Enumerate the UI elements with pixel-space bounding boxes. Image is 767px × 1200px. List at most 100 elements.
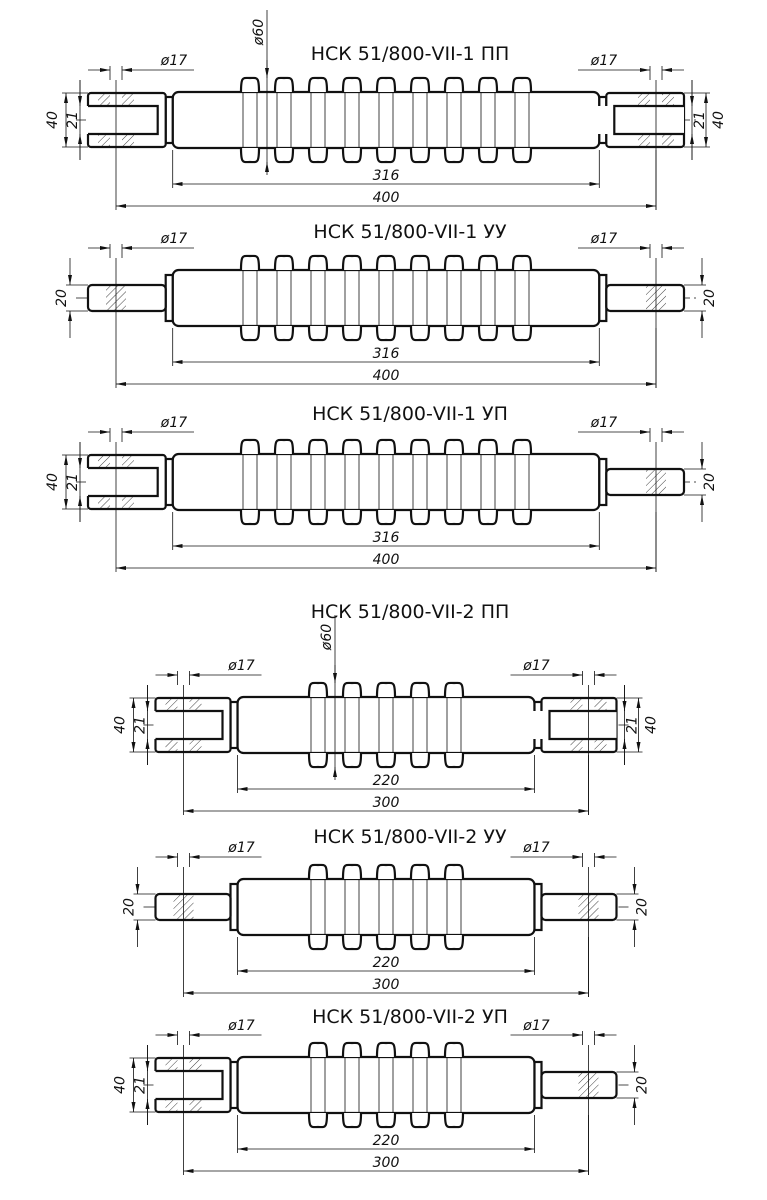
drawing-title: НСК 51/800-VII-1 УУ bbox=[313, 221, 507, 243]
total-length-label: 400 bbox=[373, 190, 400, 206]
total-length-label: 300 bbox=[373, 977, 400, 993]
shed bbox=[307, 681, 329, 769]
total-length-label: 400 bbox=[373, 368, 400, 384]
hatch bbox=[570, 740, 583, 751]
hatch bbox=[594, 699, 607, 710]
shed bbox=[409, 863, 431, 951]
dimension-label-slot: 21 bbox=[133, 1076, 149, 1094]
hole-diameter-label: ø17 bbox=[522, 840, 549, 856]
total-length-label: 400 bbox=[373, 552, 400, 568]
shed bbox=[375, 254, 397, 342]
insulator-body bbox=[236, 877, 536, 937]
shed bbox=[409, 438, 431, 526]
total-length-label: 300 bbox=[373, 1155, 400, 1171]
hole-diameter-label: ø17 bbox=[160, 231, 187, 247]
fork-slot-outline-left bbox=[155, 1069, 224, 1101]
shed bbox=[307, 76, 329, 164]
dimension-label-outer: 20 bbox=[54, 289, 70, 307]
shed bbox=[375, 1041, 397, 1129]
fork-slot-outline-right bbox=[613, 104, 684, 136]
hatch bbox=[122, 135, 134, 146]
hole-diameter-label: ø17 bbox=[227, 658, 254, 674]
drawing-title: НСК 51/800-VII-1 УП bbox=[312, 403, 508, 425]
dimension-label-outer: 40 bbox=[644, 716, 660, 734]
hole-diameter-label: ø17 bbox=[160, 53, 187, 69]
dimension-label-outer: 40 bbox=[711, 111, 727, 129]
dimension-label-outer: 40 bbox=[45, 111, 61, 129]
dimension-label-outer: 20 bbox=[635, 1076, 651, 1094]
hatch bbox=[638, 94, 650, 105]
dimension-label-slot: 21 bbox=[65, 111, 81, 129]
shed bbox=[477, 254, 499, 342]
dimension-label-outer: 40 bbox=[113, 1076, 129, 1094]
shed bbox=[273, 438, 295, 526]
fork-slot-right bbox=[536, 106, 609, 134]
hatch bbox=[122, 94, 134, 105]
hole-diameter-label: ø17 bbox=[227, 840, 254, 856]
hole-diameter-label: ø17 bbox=[590, 231, 617, 247]
dimension-label-outer: 40 bbox=[113, 716, 129, 734]
hatch bbox=[98, 135, 110, 146]
shed bbox=[341, 681, 363, 769]
shed bbox=[443, 681, 465, 769]
dimension-label-slot: 21 bbox=[692, 111, 708, 129]
shed-diameter-label: ø60 bbox=[319, 624, 335, 651]
shed bbox=[511, 76, 533, 164]
shed bbox=[307, 1041, 329, 1129]
dimension-label-outer: 40 bbox=[45, 473, 61, 491]
shed bbox=[239, 76, 261, 164]
shed bbox=[477, 438, 499, 526]
hatch bbox=[165, 699, 178, 710]
shed bbox=[273, 76, 295, 164]
shed bbox=[409, 681, 431, 769]
body-length-label: 220 bbox=[373, 773, 400, 789]
hatch bbox=[570, 699, 583, 710]
shed bbox=[341, 76, 363, 164]
dimension-label-outer: 20 bbox=[702, 289, 718, 307]
body-length-label: 316 bbox=[373, 530, 400, 546]
shed bbox=[443, 254, 465, 342]
shed bbox=[375, 438, 397, 526]
insulator-body bbox=[236, 1055, 536, 1115]
hatch bbox=[165, 1100, 178, 1111]
total-length-label: 300 bbox=[373, 795, 400, 811]
hatch bbox=[189, 740, 202, 751]
shed bbox=[375, 863, 397, 951]
shed bbox=[341, 438, 363, 526]
dimension-label-slot: 21 bbox=[133, 716, 149, 734]
fork-slot-outline-left bbox=[88, 104, 159, 136]
shed bbox=[443, 76, 465, 164]
shed bbox=[375, 681, 397, 769]
hatch bbox=[98, 497, 110, 508]
shed bbox=[443, 438, 465, 526]
drawing-title: НСК 51/800-VII-1 ПП bbox=[311, 43, 510, 65]
body-length-label: 220 bbox=[373, 955, 400, 971]
eye-end-right bbox=[605, 467, 686, 497]
drawing-title: НСК 51/800-VII-2 ПП bbox=[311, 601, 510, 623]
hatch bbox=[98, 94, 110, 105]
shed bbox=[341, 863, 363, 951]
drawing-title: НСК 51/800-VII-2 УУ bbox=[313, 826, 507, 848]
shed bbox=[273, 254, 295, 342]
shed bbox=[239, 254, 261, 342]
dimension-label-outer: 20 bbox=[702, 473, 718, 491]
insulator-body bbox=[171, 452, 601, 512]
body-length-label: 316 bbox=[373, 346, 400, 362]
hatch bbox=[98, 456, 110, 467]
hatch bbox=[165, 740, 178, 751]
eye-end-left bbox=[86, 283, 167, 313]
fork-slot-outline-left bbox=[88, 466, 159, 498]
hatch bbox=[594, 740, 607, 751]
dimension-label-slot: 21 bbox=[65, 473, 81, 491]
hole-diameter-label: ø17 bbox=[227, 1018, 254, 1034]
insulator-drawing: НСК 51/800-VII-1 УУ 20 ø17 20 ø17 316 400 bbox=[54, 221, 718, 388]
eye-end-right bbox=[605, 283, 686, 313]
shed bbox=[307, 254, 329, 342]
fork-slot-outline-right bbox=[548, 709, 617, 741]
